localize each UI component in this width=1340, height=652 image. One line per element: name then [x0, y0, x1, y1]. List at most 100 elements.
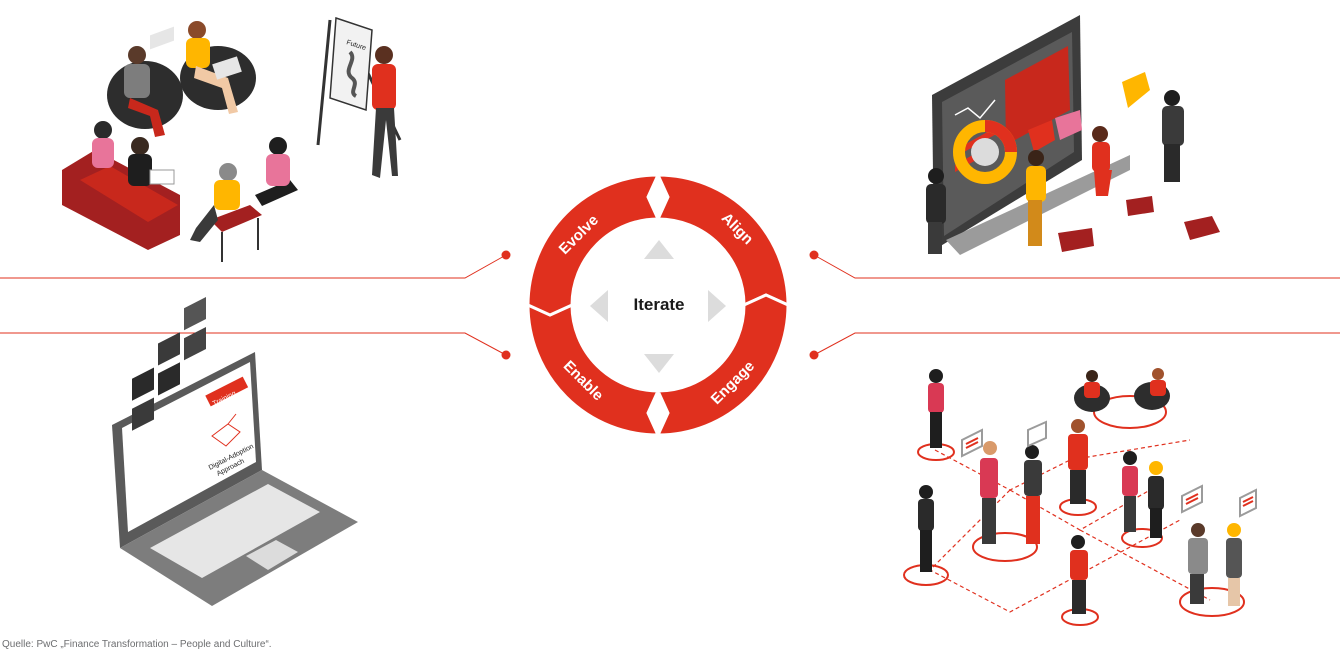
arrow-up-icon: [644, 240, 674, 259]
chat-bubbles: [961, 420, 1257, 518]
person-body: [980, 458, 998, 498]
donut-center: [971, 138, 999, 166]
person-head: [928, 168, 944, 184]
person-legs: [930, 412, 942, 448]
connector-dots: [501, 250, 819, 360]
cycle-ring: [526, 173, 790, 437]
person-legs: [194, 66, 238, 114]
person-head: [929, 369, 943, 383]
red-sofa-seat: [80, 166, 178, 222]
person-legs: [1072, 580, 1086, 614]
person-body: [928, 383, 944, 413]
person-body: [1150, 380, 1166, 396]
arrow-left-icon: [590, 290, 608, 322]
person-legs: [982, 498, 996, 544]
laptop-trackpad: [246, 540, 298, 570]
person-body: [128, 154, 152, 186]
segment-enable-shape: [526, 302, 661, 437]
person-head: [1123, 451, 1137, 465]
segment-evolve-shape: [526, 173, 661, 317]
person-legs: [1094, 170, 1112, 196]
floating-tile: [1055, 110, 1082, 140]
person-body: [918, 499, 934, 531]
person-body: [266, 154, 290, 186]
person-head: [1086, 370, 1098, 382]
person-head: [1164, 90, 1180, 106]
connector-lines: [0, 254, 1340, 356]
person-body: [1226, 538, 1242, 578]
person-legs: [1028, 200, 1042, 246]
connector-top-left: [0, 254, 507, 279]
connector-dot-top-left: [501, 250, 511, 260]
chair: [255, 180, 298, 206]
floating-tile: [1126, 196, 1154, 216]
person-head: [1227, 523, 1241, 537]
person-legs: [128, 98, 165, 137]
floating-tile: [1122, 72, 1150, 108]
person-head: [269, 137, 287, 155]
person-body: [1024, 460, 1042, 496]
floating-tile: [1058, 228, 1094, 252]
person-body: [372, 64, 396, 110]
person-head: [188, 21, 206, 39]
training-banner: [205, 376, 249, 407]
person-legs: [920, 530, 932, 572]
chair: [210, 205, 262, 232]
laptop-icon: [212, 56, 242, 80]
person-head: [1071, 535, 1085, 549]
arrow-right-icon: [708, 290, 726, 322]
person-body: [1122, 466, 1138, 496]
person-body: [1092, 142, 1110, 172]
connector-top-right: [813, 254, 1340, 279]
connector-bottom-right: [813, 332, 1340, 356]
person-head: [1071, 419, 1085, 433]
connector-bottom-left: [0, 332, 507, 356]
person-head: [1025, 445, 1039, 459]
center-arrows: [590, 240, 726, 373]
center-label: Iterate: [633, 295, 684, 314]
person-legs: [1124, 496, 1136, 532]
person-body: [92, 138, 114, 168]
connector-dot-bottom-right: [809, 350, 819, 360]
network-illustration: [903, 368, 1257, 626]
person-legs: [1070, 470, 1086, 504]
person-body: [214, 180, 240, 210]
person-body: [186, 38, 210, 68]
person-body: [1068, 434, 1088, 470]
floating-tile: [1184, 216, 1220, 240]
person-head: [131, 137, 149, 155]
network-graphic: [211, 413, 241, 447]
person-legs: [372, 108, 398, 178]
person-body: [124, 64, 150, 98]
person-legs: [1026, 496, 1040, 544]
laptop-screen: [122, 362, 256, 532]
person-head: [1149, 461, 1163, 475]
person-body: [1026, 166, 1046, 202]
video-tiles: [132, 297, 206, 431]
person-legs: [1190, 574, 1204, 604]
person-legs: [1228, 578, 1240, 606]
person-legs: [928, 222, 942, 254]
segment-engage-shape: [655, 293, 790, 437]
segment-align-shape: [655, 173, 790, 308]
workshop-illustration: Future: [62, 16, 402, 262]
person-body: [1148, 476, 1164, 510]
person-head: [919, 485, 933, 499]
floating-tile: [1028, 120, 1055, 152]
person-head: [983, 441, 997, 455]
person-body: [1188, 538, 1208, 574]
laptop-illustration: Training Digital-Adoption Approach: [112, 297, 358, 606]
person-head: [219, 163, 237, 181]
person-head: [1152, 368, 1164, 380]
laptop-icon: [150, 26, 174, 50]
cycle-diagram: Align Engage Enable Evolve Iterate: [526, 173, 790, 437]
person-legs: [1164, 144, 1180, 182]
dashboard-illustration: [926, 15, 1220, 255]
connector-dot-bottom-left: [501, 350, 511, 360]
person-body: [1084, 382, 1100, 398]
source-note: Quelle: PwC „Finance Transformation – Pe…: [2, 639, 272, 650]
person-head: [375, 46, 393, 64]
person-body: [926, 184, 946, 224]
laptop-icon: [149, 169, 175, 185]
